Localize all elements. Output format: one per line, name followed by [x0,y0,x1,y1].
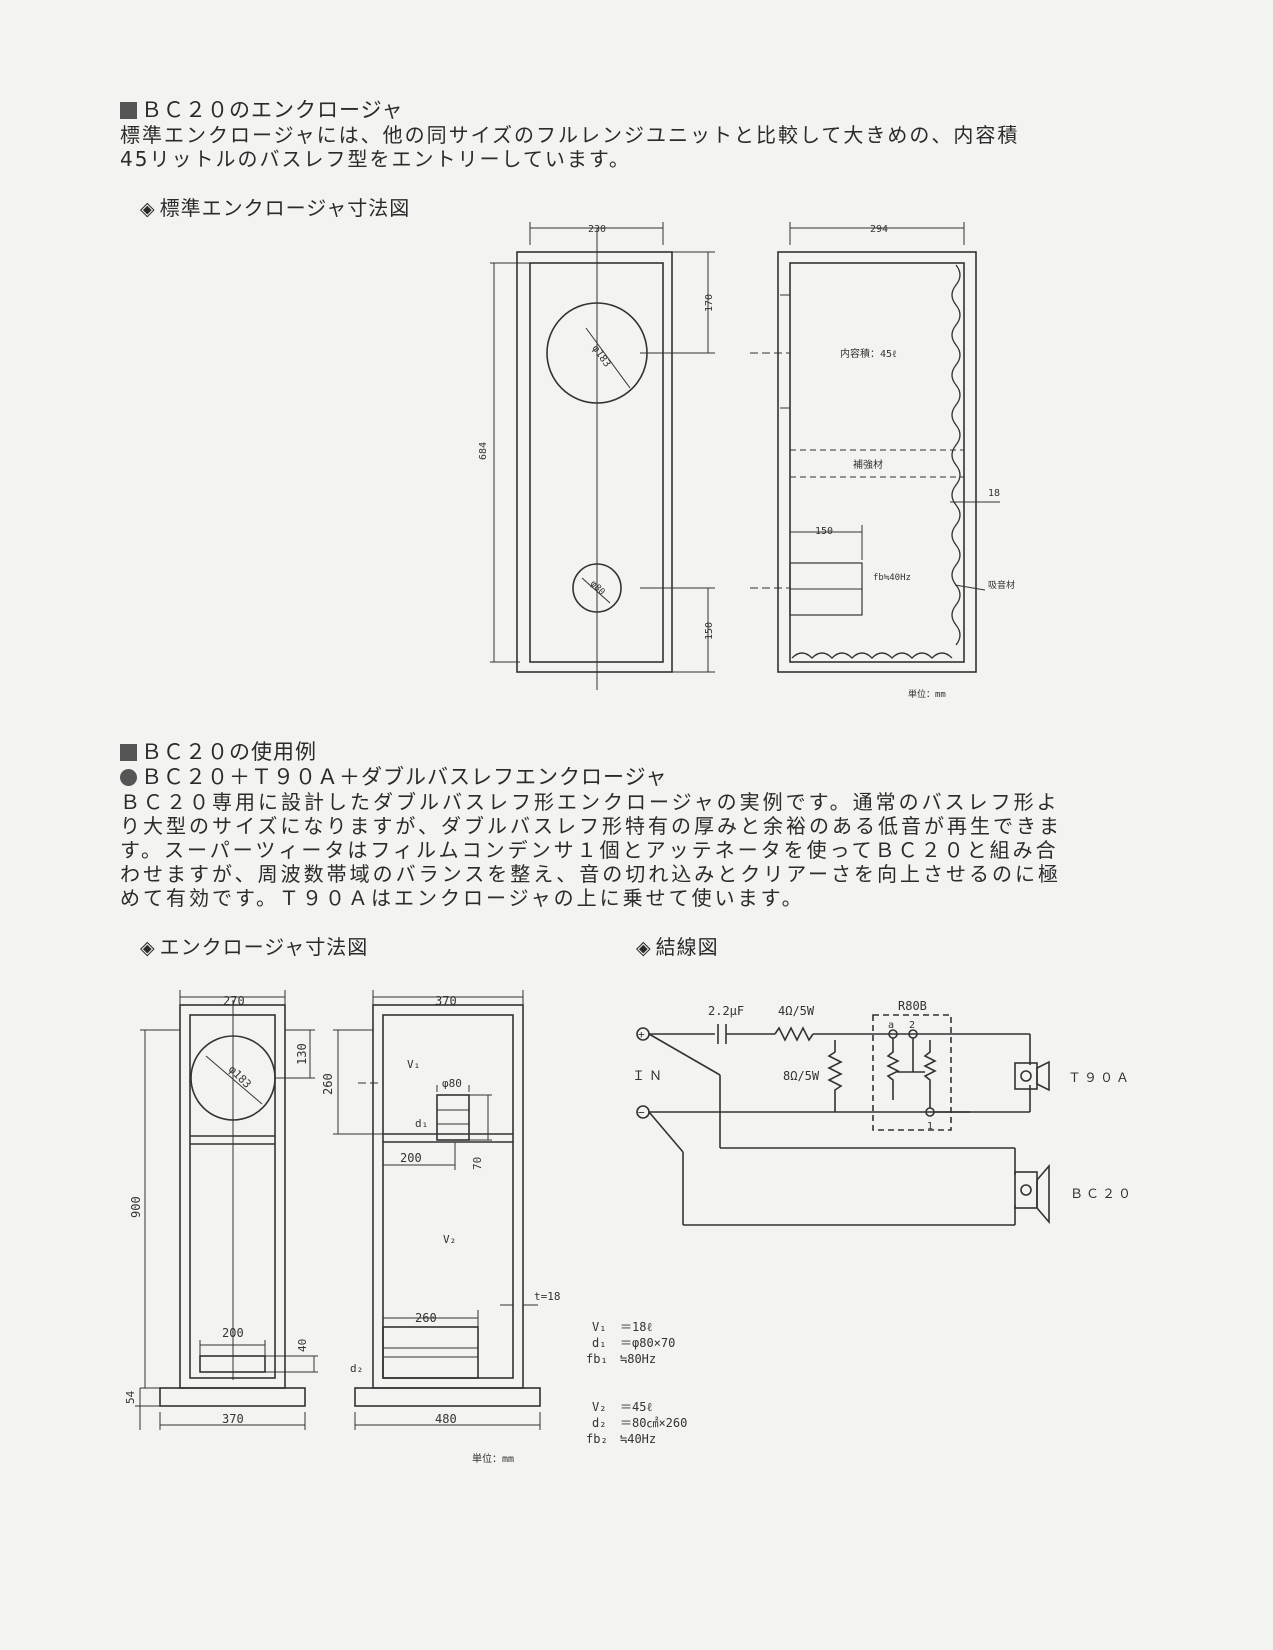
spec-d2-value: ＝80㎠×260 [620,1416,687,1430]
diamond-bullet-icon: ◈ [140,198,156,220]
spec-v2-key: V₂ [592,1400,606,1414]
d2-label: d₂ [350,1362,363,1375]
spec-d1-key: d₁ [592,1336,606,1350]
spec-fb2-value: ≒40Hz [620,1432,656,1446]
terminal-1-label: 1 [927,1121,933,1132]
standard-enclosure-side [750,222,1000,673]
spec-fb2-key: fb₂ [586,1432,608,1446]
wiring-diagram-title: ◈結線図 [636,935,719,959]
round-bullet-icon [120,769,137,786]
v1-label: V₁ [407,1058,420,1071]
diamond-bullet-icon: ◈ [636,937,652,959]
spec-fb1-value: ≒80Hz [620,1352,656,1366]
square-bullet-icon [120,102,137,119]
t-label: t=18 [534,1290,561,1303]
base-side-label: 480 [435,1412,457,1426]
fb-label: fb≒40Hz [873,573,911,583]
port1-label: φ80 [442,1077,462,1090]
volume-label: 内容積：45ℓ [840,347,897,360]
minus-terminal-label: − [638,1106,645,1119]
base-front-label: 370 [222,1412,244,1426]
port2-width-label: 260 [415,1311,437,1325]
section1-diagram-title: ◈標準エンクロージャ寸法図 [140,196,411,220]
spec-v2-value: ＝45ℓ [620,1400,652,1414]
section1-body: 標準エンクロージャには、他の同サイズのフルレンジユニットと比較して大きめの、内容… [120,123,1020,171]
tweeter-label: Ｔ９０Ａ [1068,1071,1132,1086]
front-port-width-label: 200 [222,1326,244,1340]
square-bullet-icon [120,744,137,761]
resistor1-label: 4Ω/5W [778,1004,815,1018]
v2-label: V₂ [443,1233,456,1246]
capacitor-label: 2.2μF [708,1004,744,1018]
port1-len-label: 70 [471,1157,484,1170]
dim-bottom-label: 150 [704,622,715,640]
wiring-diagram [636,1014,1031,1226]
dim-height-label: 684 [478,442,489,460]
section2-subheading: ＢＣ２０＋Ｔ９０Ａ＋ダブルバスレフエンクロージャ [120,765,668,789]
spec-fb1-key: fb₁ [586,1352,608,1366]
top-label: 130 [295,1043,309,1065]
terminal-2-label: 2 [909,1020,915,1031]
double-bassreflex-front [135,990,318,1430]
port1-width-label: 200 [400,1151,422,1165]
section1-heading: ＢＣ２０のエンクロージャ [120,98,404,122]
double-bassreflex-side [333,990,541,1430]
height-label: 900 [129,1196,143,1218]
brace-label: 補強材 [853,458,883,471]
terminal-a-label: a [888,1020,894,1031]
front-port-h-label: 40 [296,1339,309,1352]
side-width-label: 370 [435,994,457,1008]
chamber-height-label: 260 [321,1073,335,1095]
dim-width-label: 230 [588,224,606,235]
attenuator-label: R80B [898,999,927,1013]
speaker-icon [1014,1163,1050,1225]
plus-terminal-label: + [638,1028,645,1041]
unit-label-2: 単位：mm [472,1452,514,1465]
spec-d1-value: ＝φ80×70 [620,1336,675,1350]
section2-body: ＢＣ２０専用に設計したダブルバスレフ形エンクロージャの実例です。通常のバスレフ形… [120,790,1062,910]
base-h-label: 54 [124,1390,137,1404]
dim-top-label: 170 [704,294,715,312]
enclosure-diagram-title: ◈エンクロージャ寸法図 [140,935,369,959]
input-label: ＩＮ [632,1069,666,1084]
duct-label: 150 [815,526,833,537]
dim-depth-label: 294 [870,224,888,235]
standard-enclosure-front [490,222,715,690]
diamond-bullet-icon: ◈ [140,937,156,959]
spec-d2-key: d₂ [592,1416,606,1430]
thickness-label: 18 [988,488,1000,499]
d1-label: d₁ [415,1117,428,1130]
driver-dia-label: φ183 [590,343,613,369]
spec-v1-value: ＝18ℓ [620,1320,652,1334]
port-dia-label: φ80 [588,579,607,598]
unit-label: 単位：mm [908,688,946,700]
front-width-label: 270 [223,994,245,1008]
spec-v1-key: V₁ [592,1320,606,1334]
woofer-label: ＢＣ２０ [1070,1187,1134,1202]
resistor2-label: 8Ω/5W [783,1069,820,1083]
absorb-label: 吸音材 [988,579,1015,591]
speaker-icon [1014,1060,1050,1092]
section2-heading: ＢＣ２０の使用例 [120,740,317,764]
